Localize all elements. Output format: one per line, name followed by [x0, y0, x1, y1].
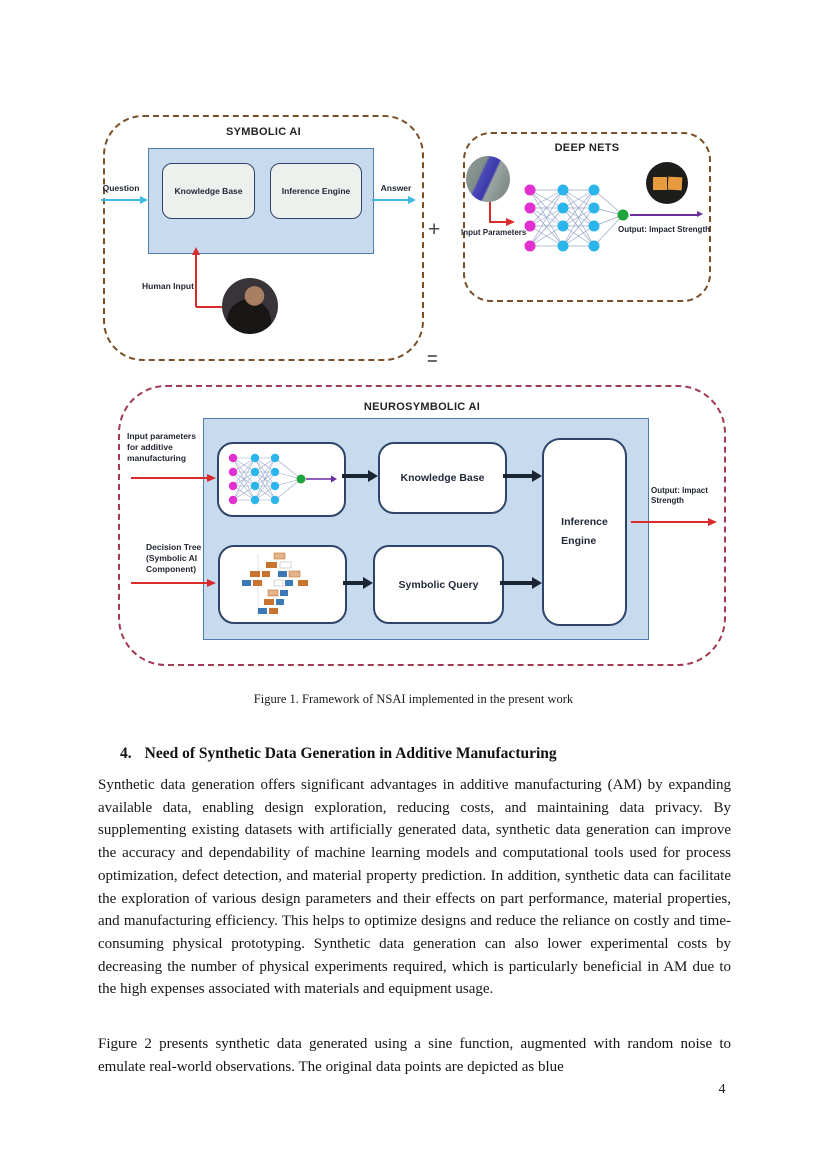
- nsai-output-label: Output: Impact Strength: [651, 486, 708, 506]
- answer-label: Answer: [380, 183, 412, 193]
- nsai-input2-label: Decision Tree (Symbolic AI Component): [146, 542, 202, 575]
- symbolic-ai-title: SYMBOLIC AI: [225, 126, 301, 138]
- specimen-half-left: [652, 176, 667, 190]
- knowledge-base-box: Knowledge Base: [162, 163, 255, 219]
- nsai-input1-label: Input parameters for additive manufactur…: [127, 431, 196, 464]
- impact-specimen-photo: [646, 162, 688, 204]
- nsai-neural-network-box: [217, 442, 346, 517]
- human-input-arrow-horizontal: [196, 306, 224, 308]
- section-title: Need of Synthetic Data Generation in Add…: [144, 745, 557, 762]
- page-number: 4: [718, 1082, 726, 1097]
- question-label: Question: [102, 183, 140, 193]
- neural-network-icon: [524, 184, 629, 252]
- nsai-neural-network-icon: [228, 453, 337, 504]
- plus-operator: +: [428, 218, 441, 241]
- printed-part-photo: [466, 156, 510, 202]
- paragraph-2: Figure 2 presents synthetic data generat…: [98, 1036, 731, 1075]
- neurosymbolic-ai-title: NEUROSYMBOLIC AI: [363, 401, 481, 413]
- inference-engine-box: Inference Engine: [270, 163, 362, 219]
- nsai-inference-engine-box: Inference Engine: [542, 438, 627, 626]
- nsai-knowledge-base-box: Knowledge Base: [378, 442, 507, 514]
- input-parameters-label: Input Parameters: [461, 228, 527, 237]
- input-parameters-arrow-vertical: [489, 202, 491, 223]
- human-input-arrowhead-icon: [191, 247, 200, 255]
- human-photo: [222, 278, 278, 334]
- section-number: 4.: [120, 745, 132, 762]
- paragraph-1: Synthetic data generation offers signifi…: [98, 777, 731, 998]
- deep-nets-title: DEEP NETS: [554, 142, 620, 154]
- nsai-decision-tree-box: [218, 545, 347, 624]
- deep-nets-output-label: Output: Impact Strength: [618, 225, 710, 234]
- decision-tree-icon: [241, 552, 308, 616]
- equals-operator: =: [427, 349, 438, 369]
- nsai-symbolic-query-box: Symbolic Query: [373, 545, 504, 624]
- section-heading: 4. Need of Synthetic Data Generation in …: [120, 745, 557, 763]
- human-input-label: Human Input: [142, 281, 194, 291]
- human-input-arrow-vertical: [195, 254, 197, 307]
- output-node: [617, 209, 629, 221]
- figure1-caption: Figure 1. Framework of NSAI implemented …: [253, 692, 574, 706]
- specimen-half-right: [667, 176, 682, 190]
